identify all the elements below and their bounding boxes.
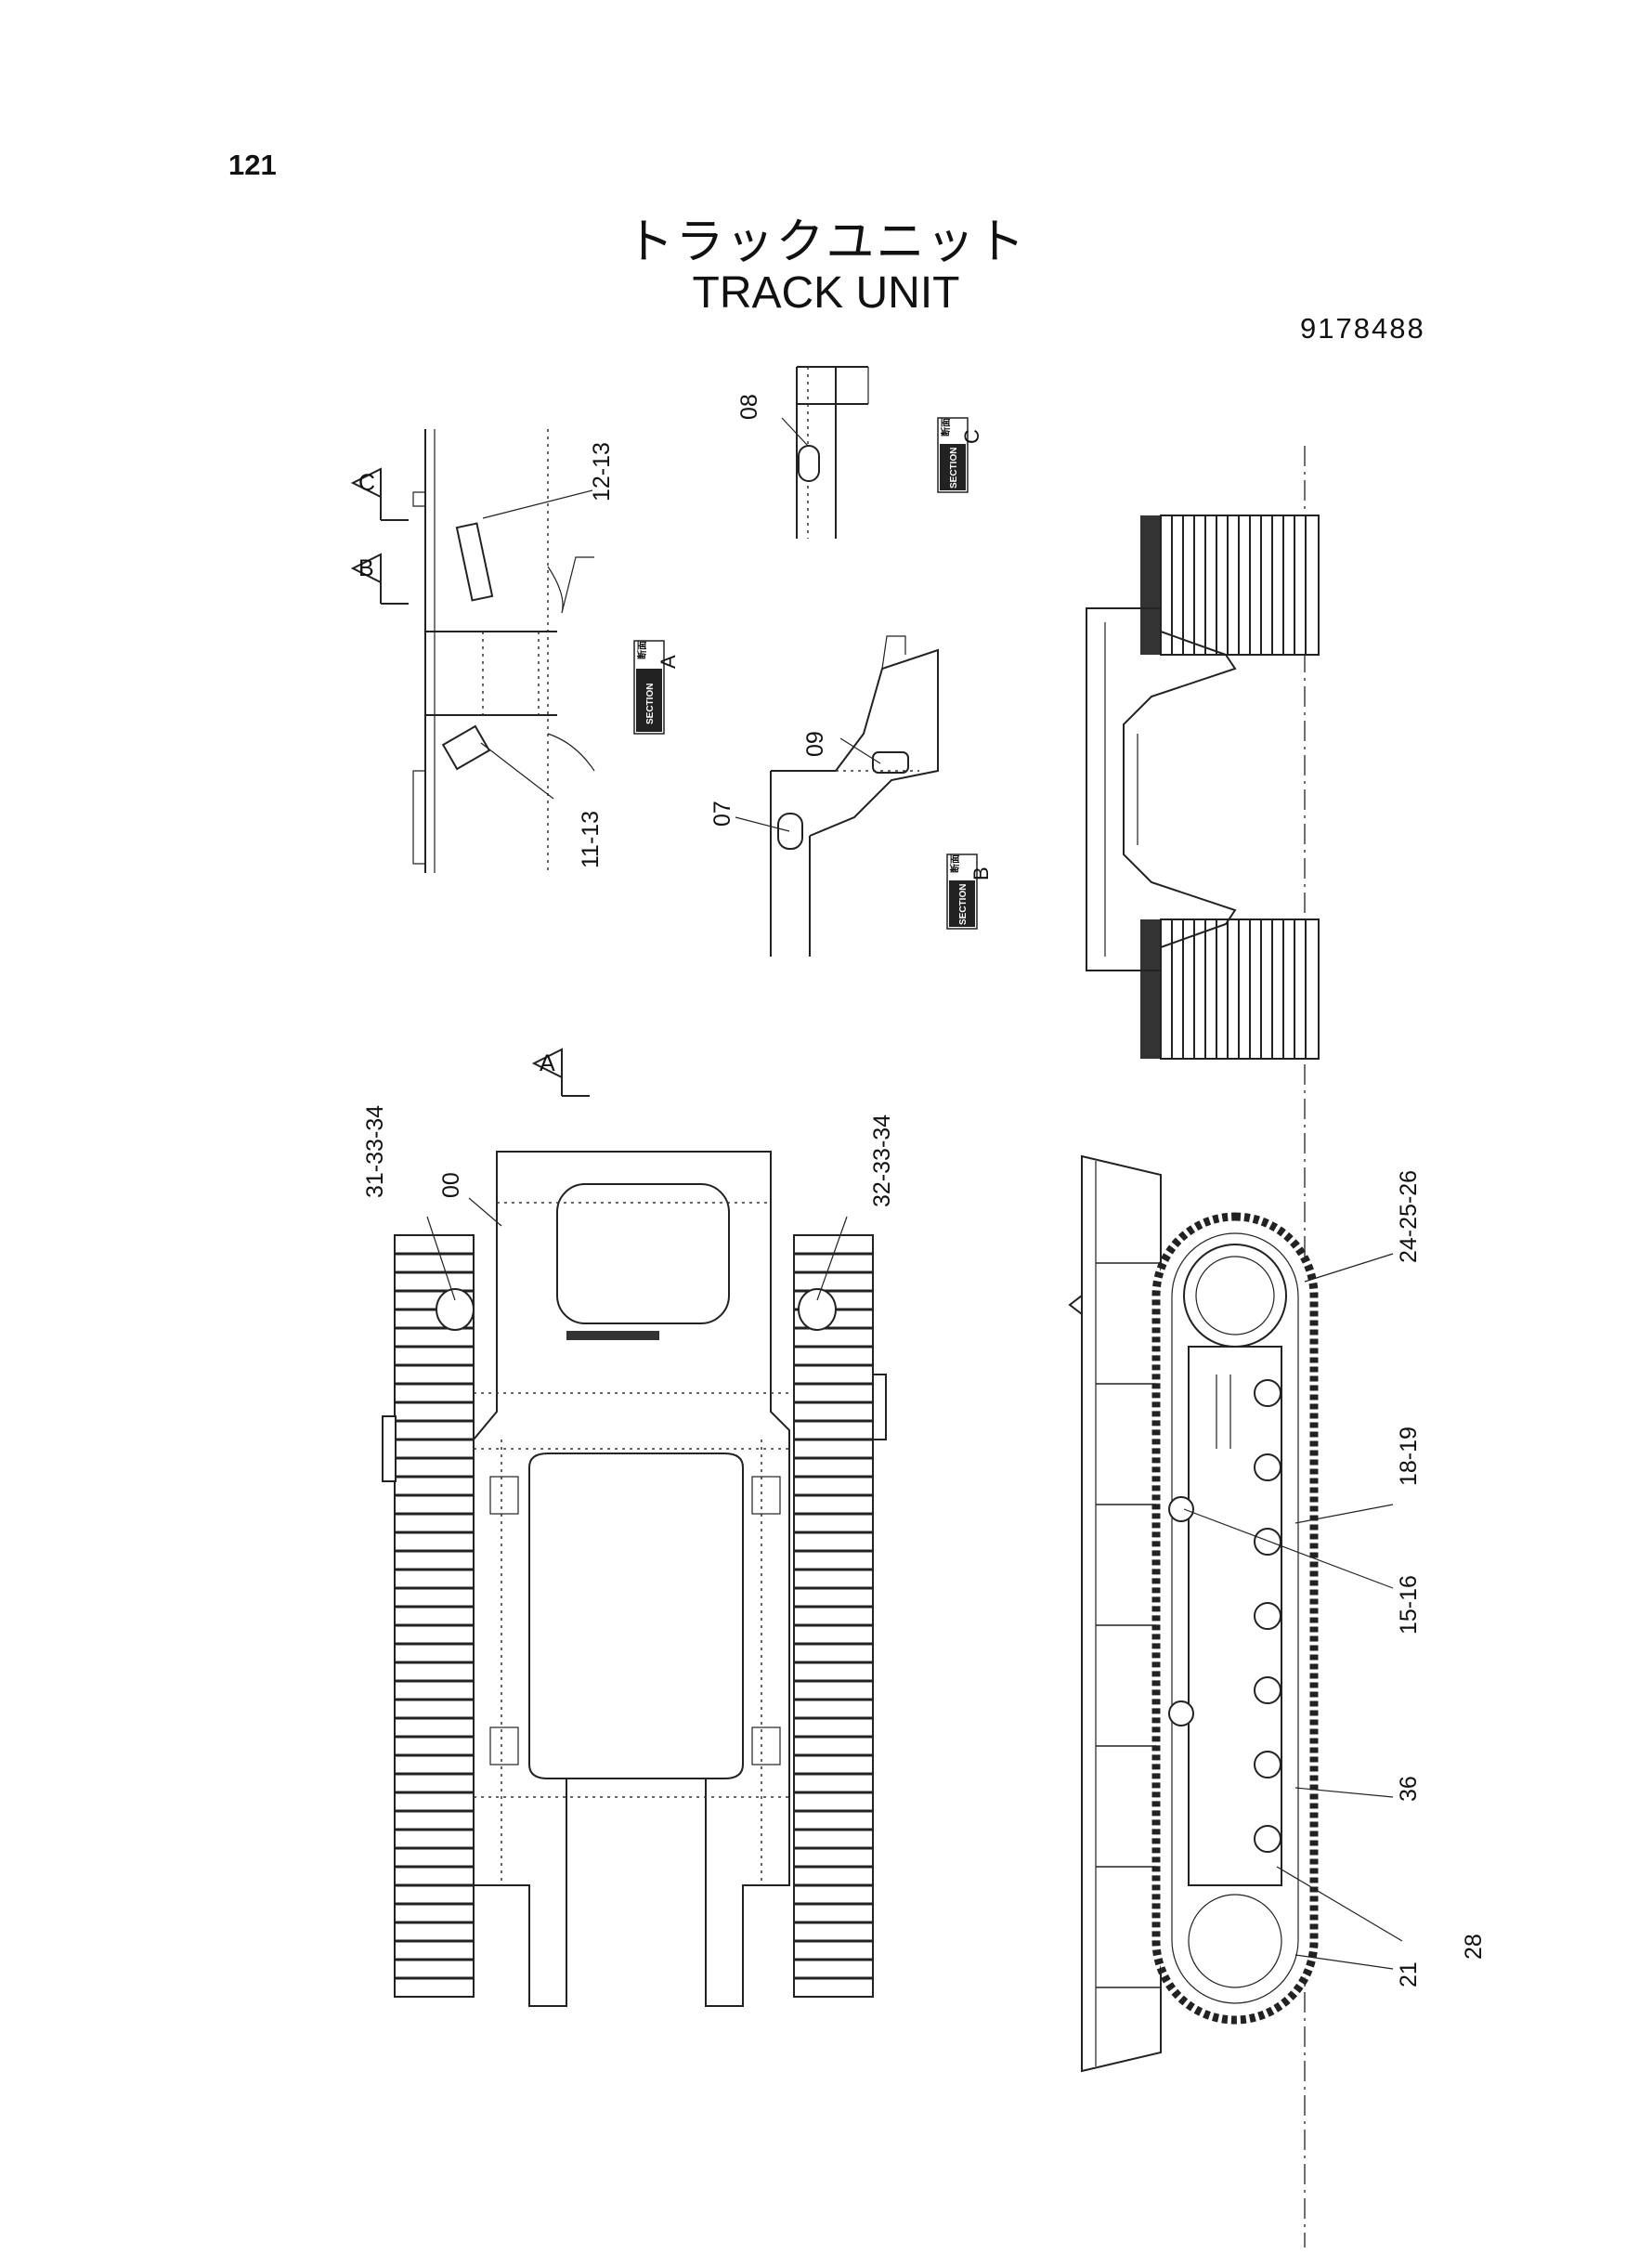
- view-marker-c-letter: C: [358, 470, 375, 496]
- svg-text:SECTION: SECTION: [958, 884, 969, 925]
- section-c-detail: [781, 366, 869, 539]
- callout-09: 09: [802, 731, 828, 757]
- callout-32-33-34: 32-33-34: [869, 1114, 895, 1207]
- callout-11-13: 11-13: [578, 811, 604, 868]
- callout-08: 08: [736, 394, 762, 420]
- section-c-letter: C: [960, 429, 983, 444]
- page-number: 121: [228, 149, 277, 181]
- callout-24-25-26: 24-25-26: [1396, 1170, 1422, 1263]
- section-a-detail: [412, 429, 595, 873]
- view-marker-a: A: [531, 1048, 590, 1097]
- callout-15-16: 15-16: [1396, 1575, 1422, 1635]
- front-view-track-frame: [1086, 515, 1320, 1060]
- svg-text:断面: 断面: [940, 418, 952, 436]
- view-marker-c: C: [350, 467, 409, 521]
- part-number: 9178488: [1300, 312, 1425, 345]
- section-a-label: SECTION 断面 A: [633, 640, 680, 735]
- callout-21: 21: [1396, 1961, 1422, 1987]
- callout-36: 36: [1396, 1776, 1422, 1802]
- callout-07: 07: [709, 801, 735, 827]
- section-b-letter: B: [969, 866, 993, 880]
- section-c-label: SECTION 断面 C: [937, 417, 983, 493]
- callout-31-33-34: 31-33-34: [362, 1105, 388, 1198]
- svg-text:断面: 断面: [636, 641, 648, 659]
- view-marker-b: B: [350, 553, 409, 605]
- callout-12-13: 12-13: [589, 442, 615, 502]
- callout-18-19: 18-19: [1396, 1427, 1422, 1486]
- title-japanese: トラックユニット: [625, 215, 1027, 270]
- section-b-detail: [735, 635, 939, 957]
- callout-28: 28: [1461, 1934, 1487, 1960]
- callout-00: 00: [438, 1172, 464, 1198]
- side-view-track-frame: [1068, 1154, 1403, 2073]
- view-marker-b-letter: B: [358, 555, 374, 581]
- section-a-letter: A: [657, 655, 680, 669]
- view-marker-a-letter: A: [540, 1050, 555, 1076]
- svg-text:SECTION: SECTION: [645, 684, 656, 724]
- svg-text:SECTION: SECTION: [949, 448, 959, 489]
- plan-view-track-frame: [382, 1151, 887, 2007]
- svg-text:断面: 断面: [949, 854, 961, 873]
- title-english: TRACK UNIT: [692, 268, 960, 318]
- section-b-label: SECTION 断面 B: [946, 853, 993, 930]
